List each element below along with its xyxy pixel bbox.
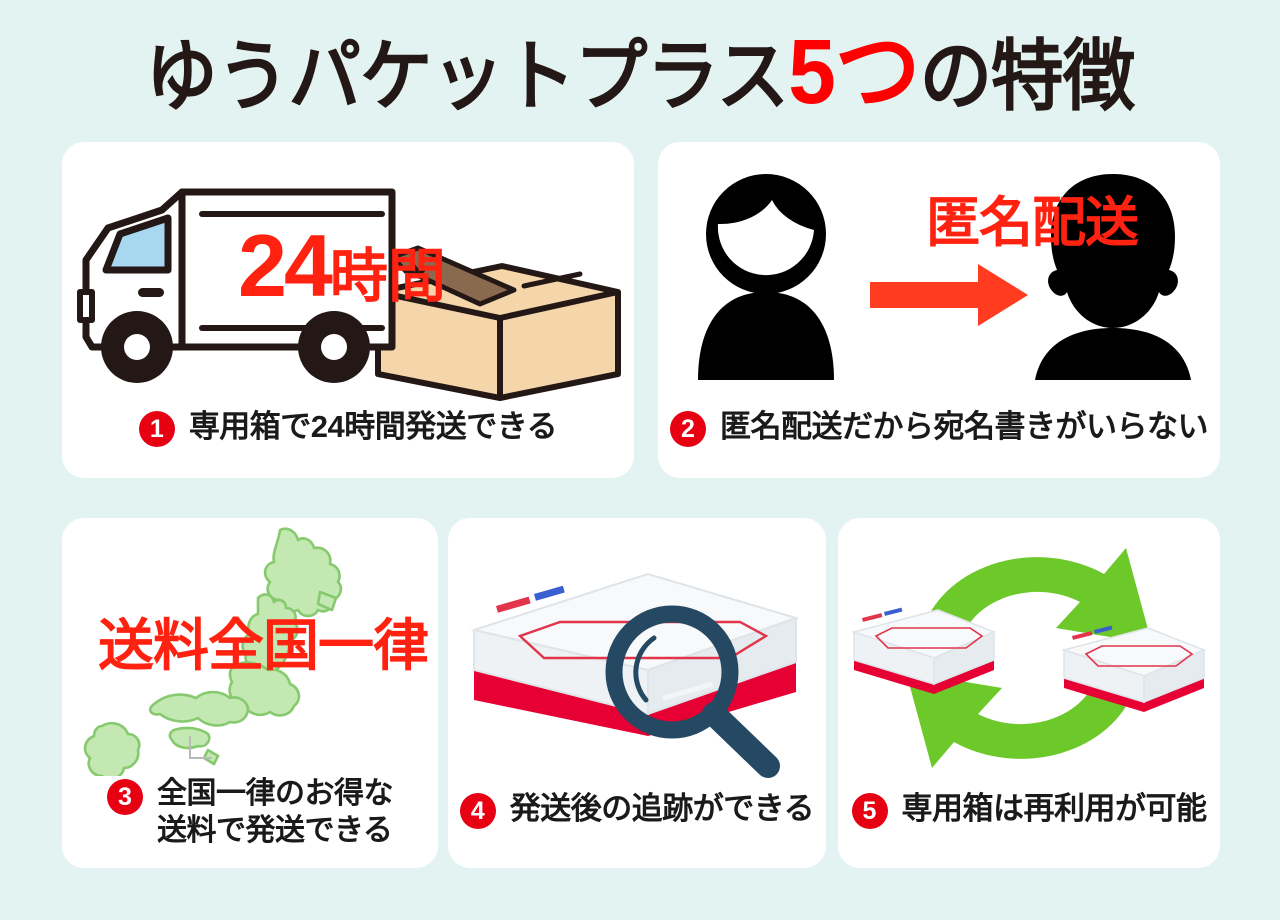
yu-packet-plus-box-icon bbox=[1061, 625, 1207, 712]
page-title-main: ゆうパケットプラス bbox=[145, 32, 789, 120]
delivery-truck-illustration bbox=[77, 188, 621, 401]
page-title-accent: 5つ bbox=[788, 21, 920, 123]
yu-packet-plus-box-icon bbox=[851, 607, 997, 694]
okinawa-inset-frame bbox=[189, 736, 212, 759]
feature-number-badge-5: 5 bbox=[851, 793, 888, 829]
feature-number-badge-1: 1 bbox=[138, 411, 175, 447]
person-silhouette-icon bbox=[1035, 174, 1191, 380]
feature-caption-text-3: 全国一律のお得な 送料で発送できる bbox=[157, 777, 394, 847]
truck-wheel-icon bbox=[101, 311, 173, 383]
label-24-hours-unit: 時間 bbox=[329, 244, 446, 309]
person-silhouette-icon bbox=[698, 174, 834, 380]
page-title-bar: ゆうパケットプラス5つの特徴 bbox=[0, 18, 1280, 126]
label-24-hours-number: 24 bbox=[238, 216, 333, 315]
feature-number-badge-3: 3 bbox=[107, 779, 143, 815]
feature-number-badge-2: 2 bbox=[670, 411, 706, 447]
feature-caption-1: 1 専用箱で24時間発送できる bbox=[62, 408, 634, 447]
feature-caption-text-5: 専用箱は再利用が可能 bbox=[901, 791, 1208, 826]
magnifying-glass-icon bbox=[605, 605, 780, 778]
feature-card-3[interactable]: 送料全国一律 3 全国一律のお得な 送料で発送できる bbox=[62, 518, 438, 868]
japan-map-illustration bbox=[83, 527, 343, 776]
feature-card-1[interactable]: 24時間 1 専用箱で24時間発送できる bbox=[62, 142, 634, 478]
delivery-truck-icon bbox=[77, 188, 396, 383]
label-anonymous-delivery: 匿名配送 bbox=[926, 193, 1139, 253]
feature-caption-text-1: 専用箱で24時間発送できる bbox=[188, 409, 558, 444]
recycle-arrows-icon bbox=[906, 548, 1152, 768]
reusable-box-illustration bbox=[851, 548, 1207, 768]
page-title: ゆうパケットプラス5つの特徴 bbox=[145, 26, 1136, 120]
feature-caption-text-2: 匿名配送だから宛名書きがいらない bbox=[720, 409, 1209, 444]
feature-caption-2: 2 匿名配送だから宛名書きがいらない bbox=[658, 408, 1220, 447]
feature-caption-text-4: 発送後の追跡ができる bbox=[509, 791, 815, 826]
page-title-tail: の特徴 bbox=[919, 32, 1136, 120]
label-24-hours: 24時間 bbox=[238, 222, 446, 310]
feature-caption-5: 5 専用箱は再利用が可能 bbox=[838, 790, 1220, 829]
feature-caption-3: 3 全国一律のお得な 送料で発送できる bbox=[62, 776, 438, 849]
truck-wheel-icon bbox=[298, 311, 370, 383]
feature-card-2[interactable]: 匿名配送 2 匿名配送だから宛名書きがいらない bbox=[658, 142, 1220, 478]
truck-window-icon bbox=[102, 214, 172, 274]
label-flat-rate-nationwide: 送料全国一律 bbox=[98, 614, 429, 677]
tracking-illustration bbox=[470, 572, 800, 778]
feature-card-4[interactable]: 4 発送後の追跡ができる bbox=[448, 518, 826, 868]
right-arrow-icon bbox=[870, 264, 1028, 326]
cardboard-box-icon bbox=[375, 245, 621, 401]
feature-caption-4: 4 発送後の追跡ができる bbox=[448, 790, 826, 829]
feature-number-badge-4: 4 bbox=[459, 793, 496, 829]
japan-map-icon bbox=[83, 527, 343, 776]
anonymous-delivery-illustration bbox=[698, 174, 1191, 380]
feature-card-5[interactable]: 5 専用箱は再利用が可能 bbox=[838, 518, 1220, 868]
